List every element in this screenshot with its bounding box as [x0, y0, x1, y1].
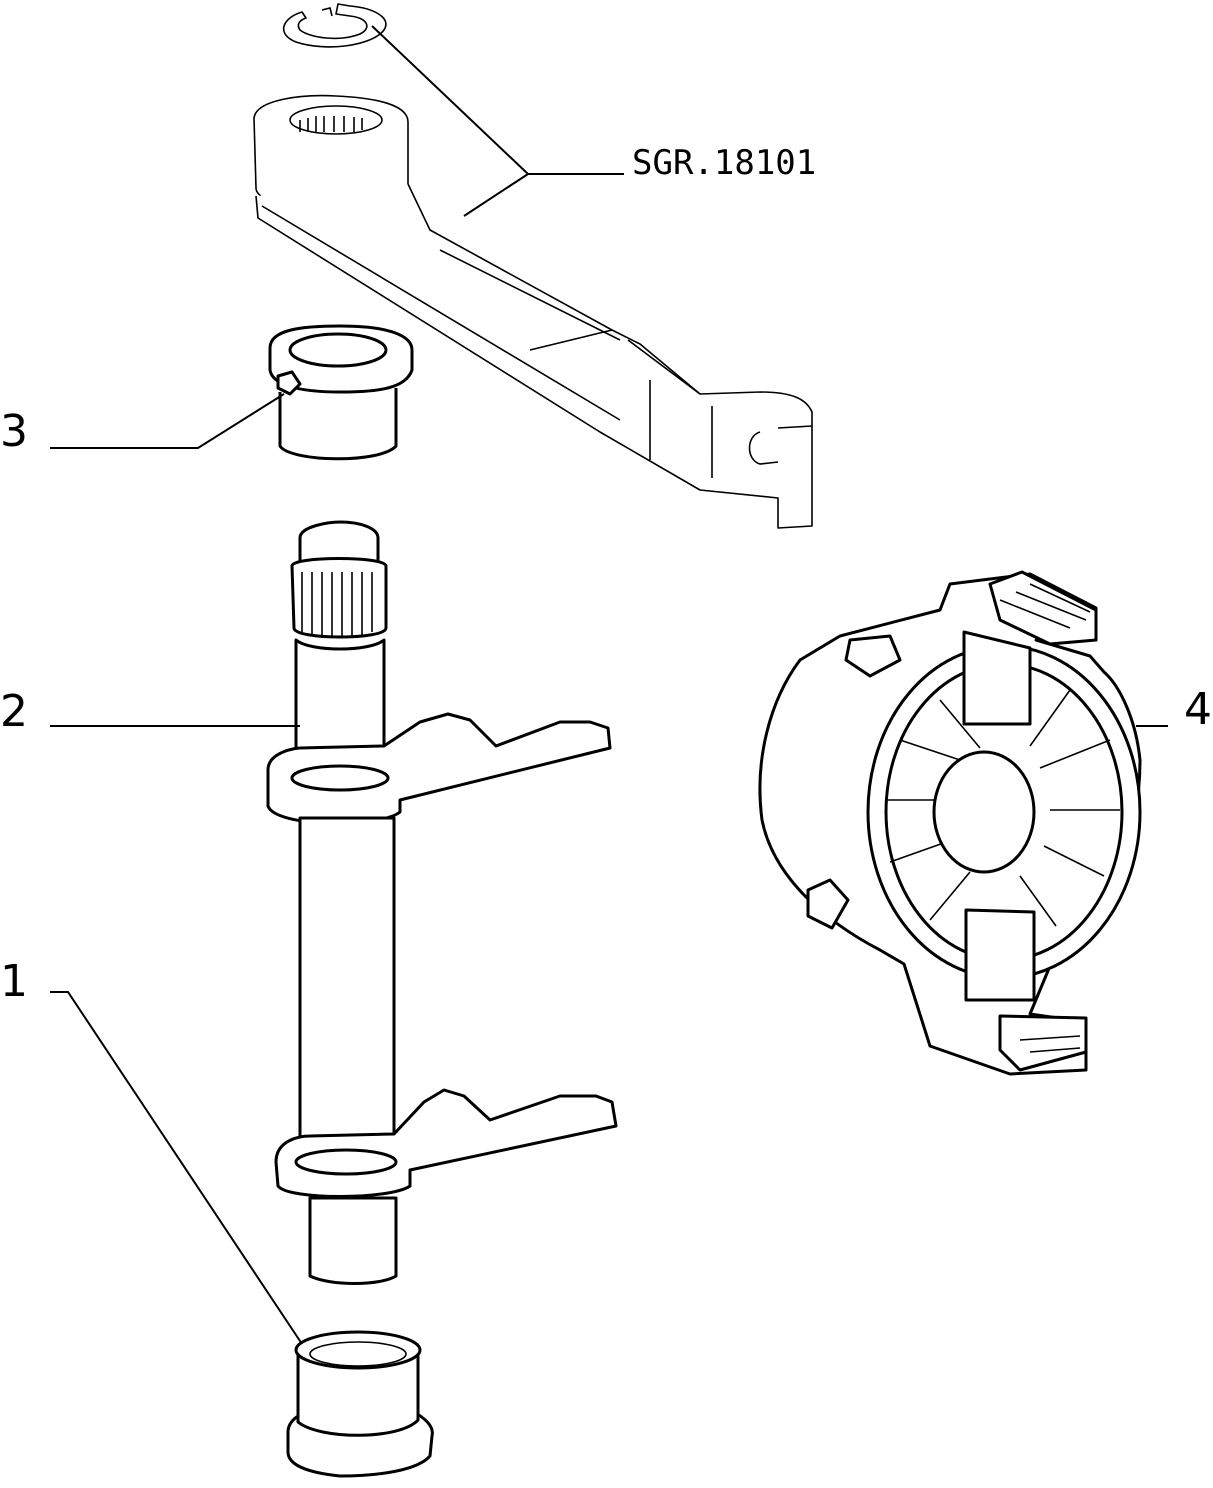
reference-label: SGR.18101: [632, 143, 816, 183]
leader-reference: [371, 25, 624, 217]
lower-bush-part: [286, 1330, 434, 1478]
fork-shaft-part: [266, 520, 618, 1285]
callout-1: 1: [0, 956, 28, 1007]
leader-1: [50, 991, 303, 1345]
selector-housing-part: [758, 570, 1142, 1076]
shift-lever-reference: [253, 3, 813, 529]
leader-3: [50, 393, 285, 449]
callout-2: 2: [0, 686, 28, 737]
upper-bush-part: [268, 324, 414, 461]
callout-4: 4: [1184, 684, 1212, 735]
callout-3: 3: [0, 406, 28, 457]
leader-lines: [50, 25, 1168, 1345]
